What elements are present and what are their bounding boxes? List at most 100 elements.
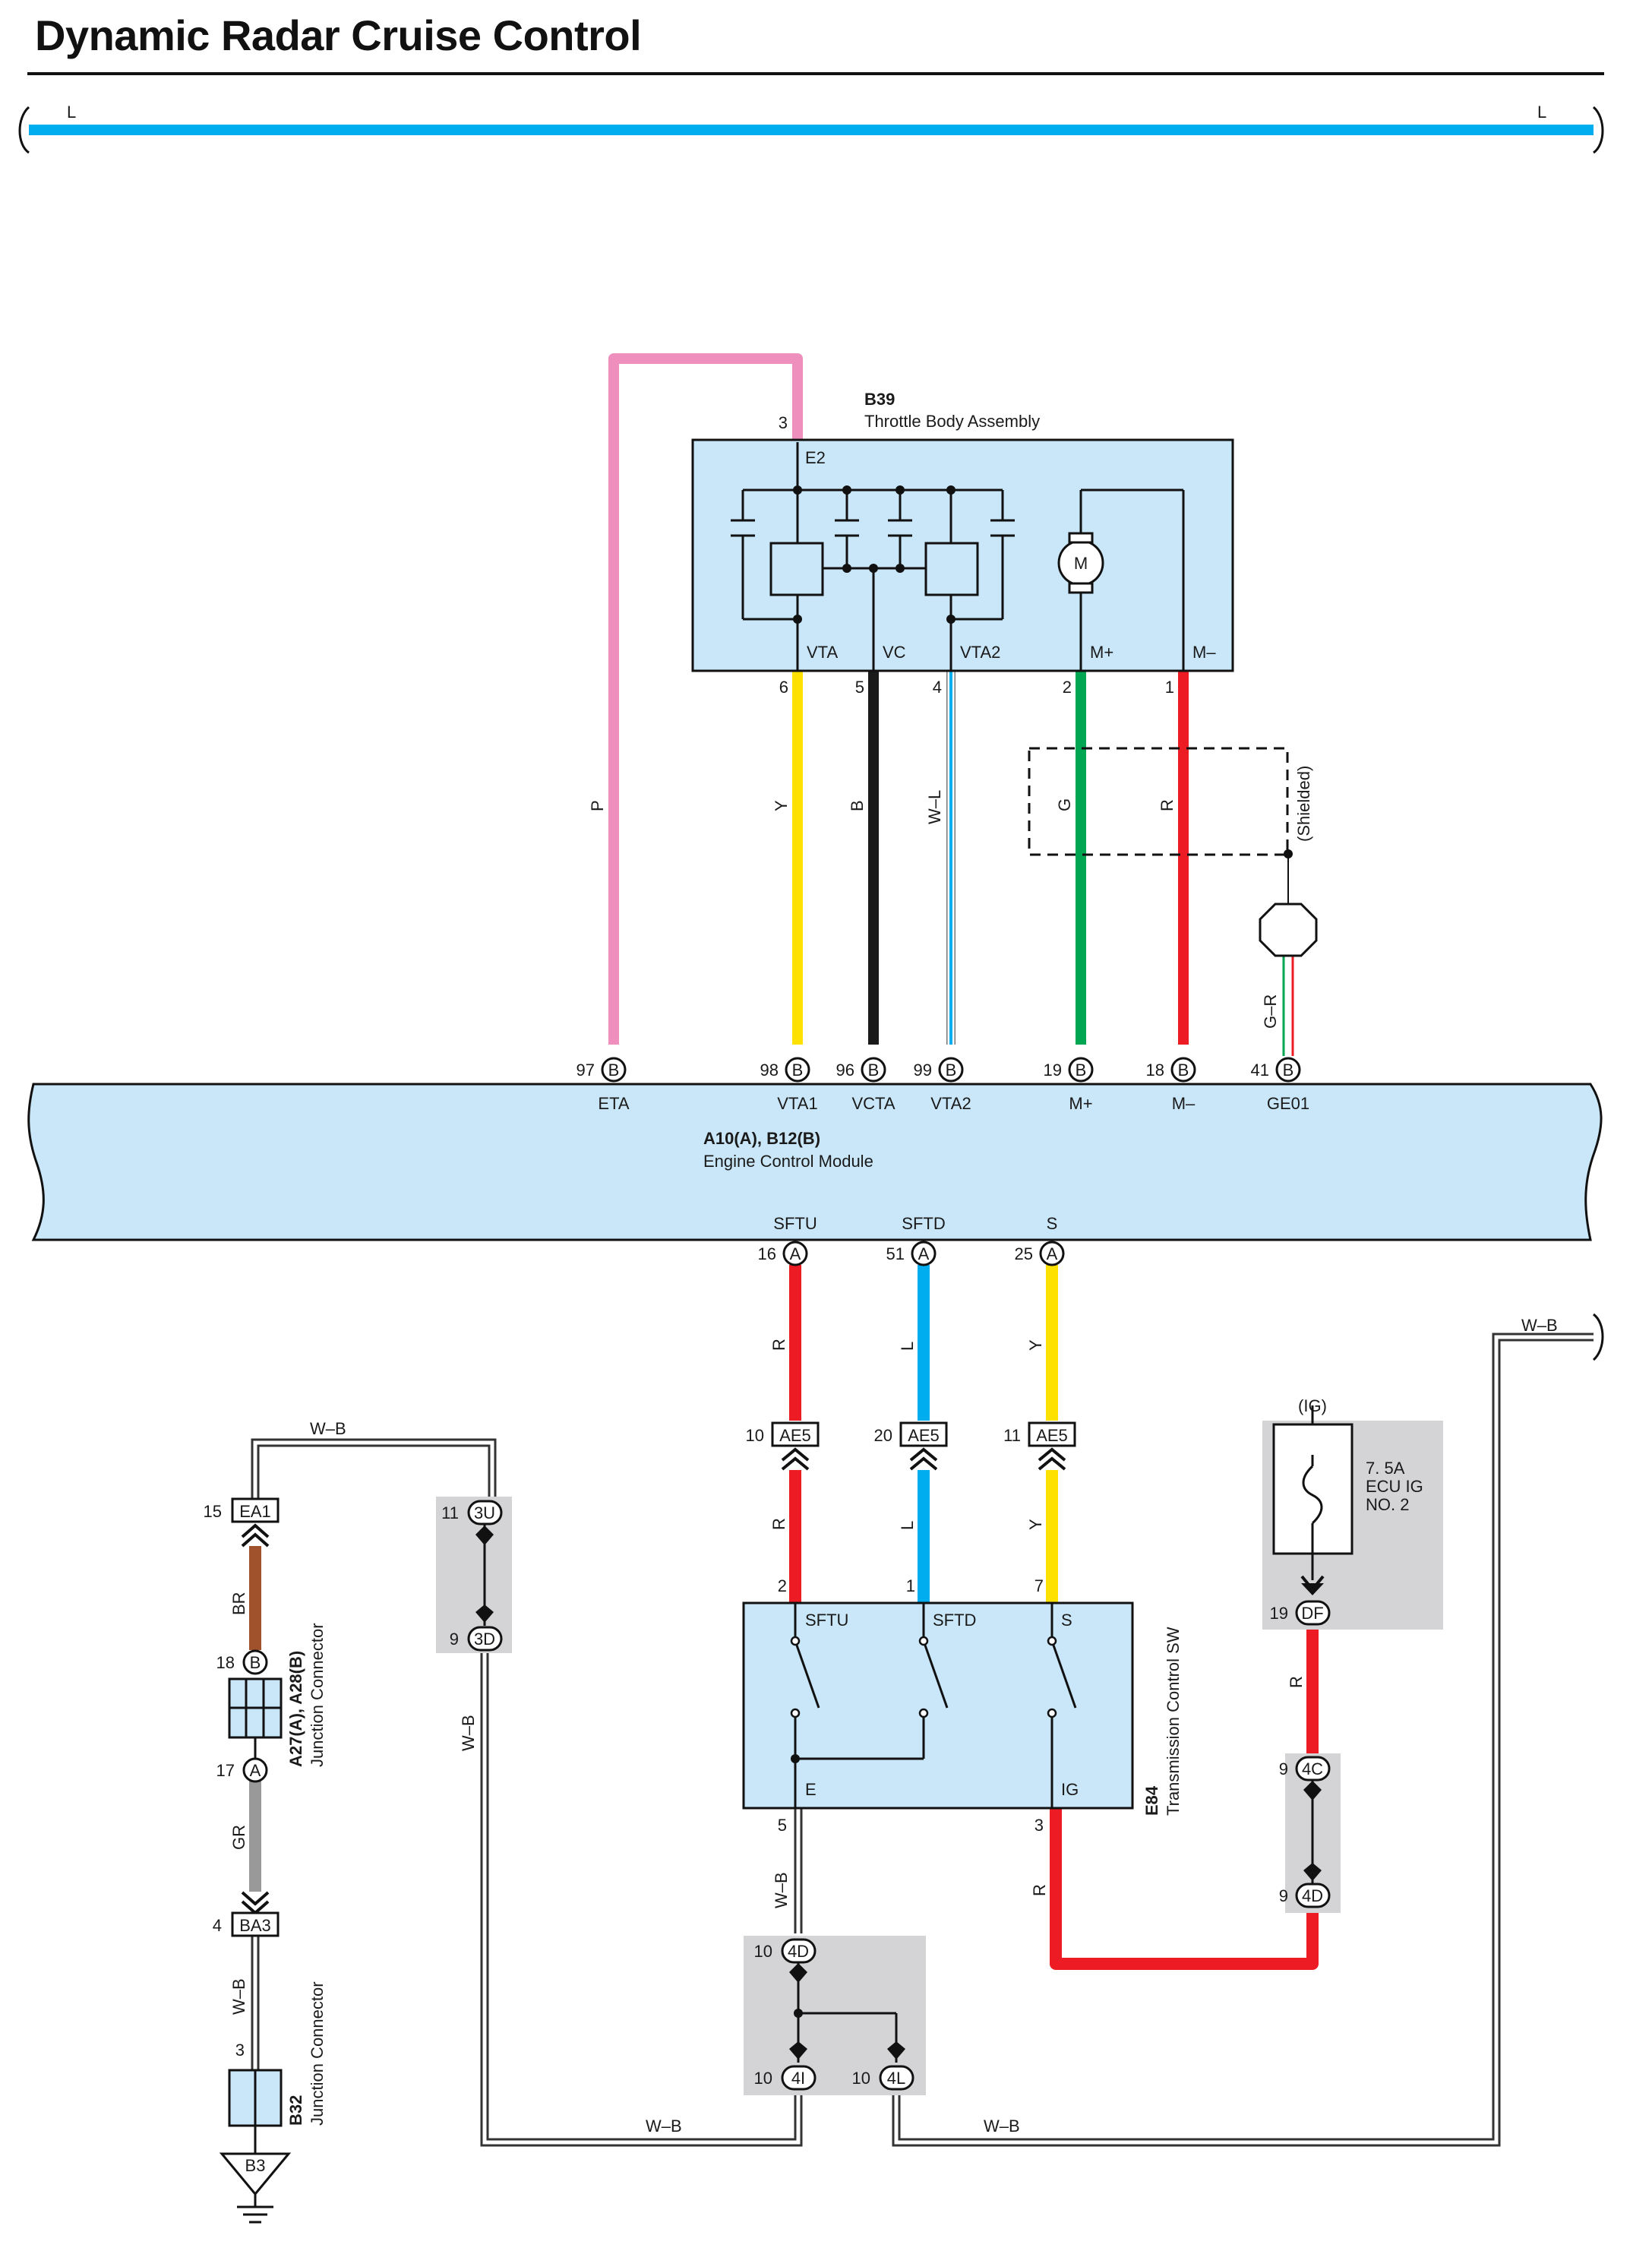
- fuse-block: (IG) 7. 5A ECU IG NO. 2 DF 19: [1262, 1396, 1443, 1630]
- diagram-label: 20: [874, 1426, 892, 1445]
- diagram-label: 1: [1165, 678, 1174, 697]
- diagram-label: VC: [883, 643, 906, 662]
- diagram-label: 98: [760, 1061, 779, 1080]
- diagram-label: 6: [779, 678, 788, 697]
- diagram-label: B: [868, 1061, 880, 1080]
- ecm-pin-vcta: B 96 VCTA: [836, 1057, 895, 1113]
- diagram-label: M–: [1192, 643, 1216, 662]
- diagram-label: IG: [1061, 1780, 1079, 1799]
- ecm-id: A10(A), B12(B): [703, 1129, 820, 1148]
- ecm-pin-s: S A 25: [1015, 1214, 1065, 1266]
- wire-labels-top: P Y B W–L G R G–R: [588, 790, 1280, 1029]
- diagram-label: B32: [286, 2095, 305, 2126]
- motor-label: M: [1074, 554, 1088, 573]
- ecm-body: [27, 1083, 1603, 1241]
- ae5-sftu: AE5 10: [746, 1421, 820, 1471]
- wire-r-ig: [1050, 1808, 1319, 1970]
- diagram-label: W–B: [459, 1715, 478, 1751]
- diagram-label: 19: [1044, 1061, 1062, 1080]
- diagram-label: SFTU: [773, 1214, 817, 1233]
- wire-labels-mid: R L Y R L Y: [769, 1339, 1045, 1530]
- diagram-label: L: [898, 1342, 917, 1351]
- diagram-label: W–B: [984, 2117, 1020, 2136]
- diagram-label: 4: [213, 1916, 222, 1935]
- diagram-label: R: [769, 1518, 788, 1530]
- ecm-name: Engine Control Module: [703, 1152, 873, 1171]
- ecm-bottom-pins: SFTU A 16 SFTD A 51 S A 25: [758, 1214, 1065, 1266]
- diagram-label: W–B: [772, 1872, 791, 1908]
- ecm-pin-vta1: B 98 VTA1: [760, 1057, 818, 1113]
- ecm-pin-mplus: B 19 M+: [1044, 1057, 1094, 1113]
- diagram-label: SFTD: [902, 1214, 945, 1233]
- diagram-label: 3: [779, 413, 788, 432]
- wire-p: [608, 353, 803, 1045]
- ecm-pin-mminus: B 18 M–: [1146, 1057, 1196, 1113]
- diagram-label: G–R: [1261, 994, 1280, 1029]
- diagram-label: 7. 5A: [1366, 1459, 1405, 1478]
- ig-joint: 4C 9 4D 9: [1279, 1753, 1341, 1913]
- diagram-label: 3: [1034, 1816, 1044, 1835]
- diagram-label: S: [1061, 1611, 1072, 1630]
- diagram-label: 11: [1003, 1426, 1021, 1445]
- diagram-label: 97: [576, 1061, 595, 1080]
- diagram-label: EA1: [239, 1502, 271, 1521]
- wire-gr-shield: [1282, 851, 1294, 1056]
- diagram-label: W–B: [310, 1419, 346, 1438]
- diagram-label: SFTU: [805, 1611, 848, 1630]
- diagram-label: SFTD: [933, 1611, 976, 1630]
- diagram-label: 4: [933, 678, 942, 697]
- diagram-label: 99: [914, 1061, 932, 1080]
- diagram-label: M+: [1069, 1094, 1092, 1113]
- ecm-top-pins: B 97 ETA B 98 VTA1 B 96 VCTA B 99 VTA2 B…: [576, 1057, 1309, 1113]
- ecm-pin-eta: B 97 ETA: [576, 1057, 630, 1113]
- diagram-label: 17: [216, 1761, 235, 1780]
- ae5-s: AE5 11: [1003, 1421, 1076, 1471]
- diagram-label: 19: [1270, 1604, 1288, 1623]
- diagram-label: B: [792, 1061, 804, 1080]
- diagram-label: B: [608, 1061, 620, 1080]
- diagram-label: VTA2: [930, 1094, 971, 1113]
- bus-right-label: L: [1537, 103, 1546, 122]
- diagram-label: W–L: [925, 790, 944, 824]
- diagram-label: B: [1076, 1061, 1087, 1080]
- diagram-label: 10: [852, 2069, 870, 2088]
- diagram-label: GR: [229, 1825, 248, 1850]
- diagram-label: 5: [855, 678, 864, 697]
- shielded-label: (Shielded): [1294, 766, 1313, 842]
- diagram-label: B: [946, 1061, 957, 1080]
- ecm-pin-sftu: SFTU A 16: [758, 1214, 817, 1266]
- ae5-connectors: AE5 10 AE5 20 AE5 11: [746, 1421, 1076, 1471]
- diagram-label: 18: [1146, 1061, 1164, 1080]
- diagram-label: B: [1283, 1061, 1294, 1080]
- diagram-label: A: [790, 1244, 801, 1263]
- diagram-label: 7: [1034, 1576, 1044, 1595]
- wb-wires: [251, 1333, 1594, 2147]
- ae5-sftd: AE5 20: [874, 1421, 948, 1471]
- diagram-label: B: [250, 1653, 261, 1672]
- ecm-pin-sftd: SFTD A 51: [886, 1214, 946, 1266]
- diagram-label: Junction Connector: [308, 1981, 327, 2126]
- diagram-label: R: [1158, 799, 1177, 811]
- diagram-label: VTA: [807, 643, 838, 662]
- shield: (Shielded): [1028, 747, 1318, 957]
- diagram-label: Y: [1026, 1519, 1045, 1530]
- diagram-label: 1: [906, 1576, 915, 1595]
- diagram-label: 2: [778, 1576, 787, 1595]
- diagram-label: E2: [805, 448, 826, 467]
- left-chain: W–B EA1 15 3U 11 3D 9 BR W–B B 18 A 17: [204, 1419, 512, 2224]
- diagram-label: W–B: [646, 2117, 682, 2136]
- diagram-label: R: [1287, 1676, 1306, 1688]
- diagram-label: B: [848, 800, 867, 811]
- diagram-label: DF: [1301, 1604, 1323, 1623]
- diagram-label: 18: [216, 1653, 235, 1672]
- diagram-label: 3: [235, 2041, 245, 2060]
- diagram-label: S: [1047, 1214, 1058, 1233]
- diagram-label: 25: [1015, 1244, 1033, 1263]
- diagram-label: P: [588, 800, 607, 811]
- diagram-label: W–B: [229, 1978, 248, 2015]
- diagram-label: R: [769, 1339, 788, 1351]
- diagram-label: 5: [778, 1816, 787, 1835]
- diagram-label: A27(A), A28(B): [286, 1651, 305, 1767]
- diagram-label: 3D: [474, 1630, 495, 1649]
